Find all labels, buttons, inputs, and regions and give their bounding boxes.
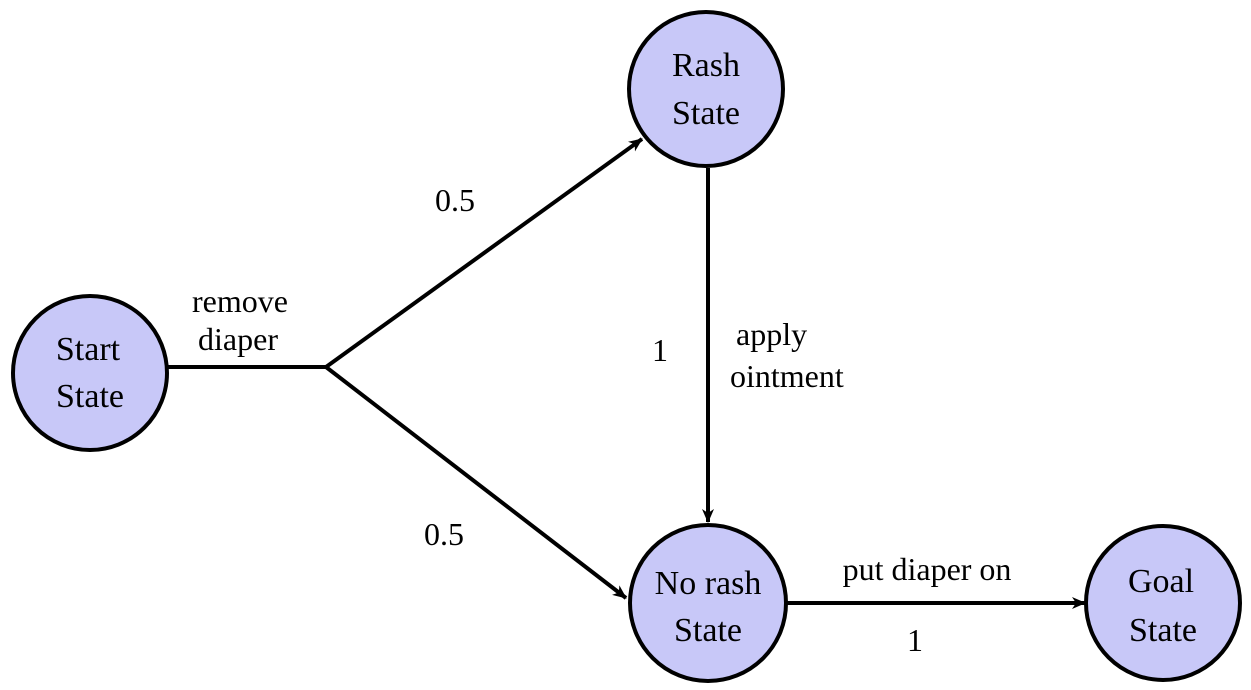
node-rash-label-line1: Rash <box>672 47 740 84</box>
node-rash-state: Rash State <box>627 10 785 168</box>
node-start-label-line1: Start <box>56 331 121 368</box>
node-goal-state: Goal State <box>1084 524 1242 682</box>
label-apply-ointment-prob: 1 <box>652 332 668 368</box>
edge-branch-to-norash <box>324 365 628 600</box>
node-rash-circle <box>627 10 785 168</box>
label-apply-ointment-line1: apply <box>736 316 807 352</box>
label-put-diaper-on: put diaper on <box>843 551 1012 587</box>
label-prob-to-norash: 0.5 <box>424 516 464 552</box>
node-rash-label-line2: State <box>672 95 740 132</box>
node-norash-state: No rash State <box>628 523 788 683</box>
node-norash-label-line1: No rash <box>655 565 762 602</box>
node-start-state: Start State <box>11 294 169 452</box>
node-norash-circle <box>628 523 788 683</box>
node-start-label-line2: State <box>56 378 124 415</box>
label-remove-diaper-line2: diaper <box>198 321 278 357</box>
label-prob-to-rash: 0.5 <box>435 182 475 218</box>
node-start-circle <box>11 294 169 452</box>
edge-branch-to-rash <box>324 137 644 369</box>
node-norash-label-line2: State <box>674 612 742 649</box>
label-apply-ointment-line2: ointment <box>730 358 844 394</box>
node-goal-circle <box>1084 524 1242 682</box>
label-put-diaper-on-prob: 1 <box>907 622 923 658</box>
node-goal-label-line2: State <box>1129 612 1197 649</box>
node-goal-label-line1: Goal <box>1128 563 1194 600</box>
label-remove-diaper-line1: remove <box>192 283 288 319</box>
